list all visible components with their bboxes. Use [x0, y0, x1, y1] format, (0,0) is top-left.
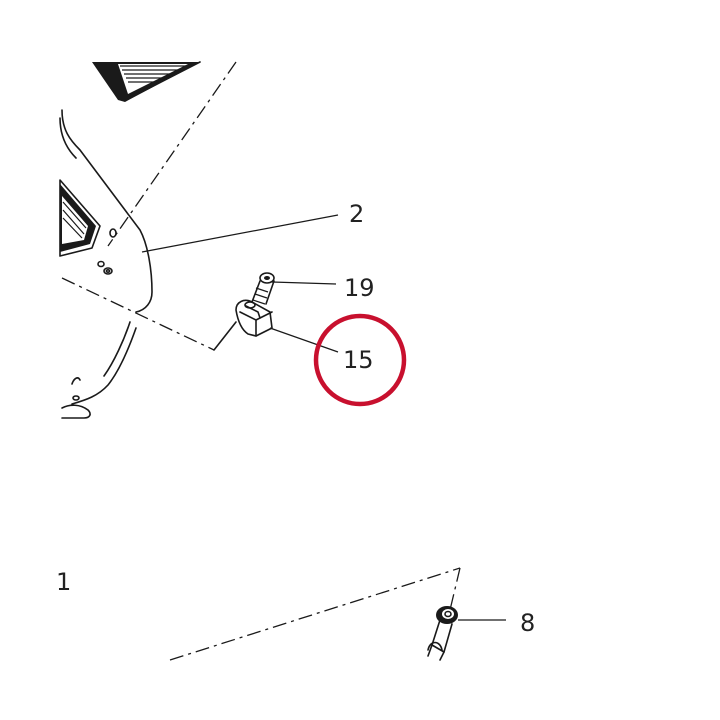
screw-part-19	[251, 272, 275, 305]
panel-housing-part	[59, 61, 201, 419]
leader-15	[269, 327, 339, 353]
callout-label-15[interactable]: 15	[343, 346, 374, 374]
screw-holes	[97, 260, 113, 275]
leader-lines	[141, 214, 506, 621]
highlight-ring	[313, 313, 407, 407]
callout-label-19[interactable]: 19	[344, 274, 375, 302]
callout-label-1[interactable]: 1	[56, 568, 71, 596]
center-lines	[61, 61, 461, 661]
side-window	[59, 179, 101, 257]
bracket-part-15	[235, 299, 273, 337]
leader-19	[271, 281, 337, 285]
leader-2	[141, 214, 339, 253]
grille-block	[92, 61, 201, 102]
callout-label-8[interactable]: 8	[520, 609, 535, 637]
grommet-part-8	[427, 606, 458, 661]
callout-label-2[interactable]: 2	[349, 200, 364, 228]
